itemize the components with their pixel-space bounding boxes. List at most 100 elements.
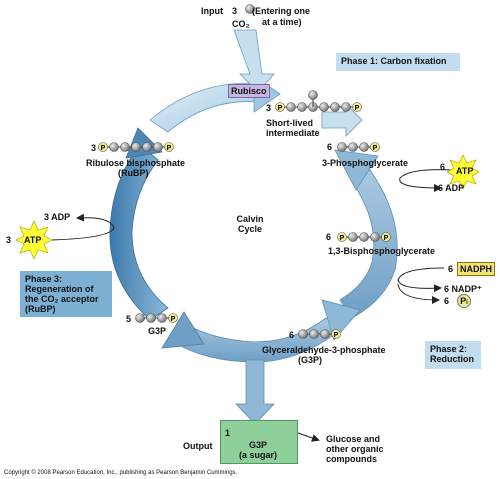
carbon-atom [142,142,152,152]
output-count: 1 [225,428,231,438]
phosphate-group [164,142,174,152]
phosphate-letter: P [171,316,176,323]
intermediate-line2: intermediate [266,128,320,138]
carbon-atom [297,102,307,112]
carbon-atom [146,313,156,323]
pga-molecule: P [337,142,380,152]
pga-count: 6 [327,142,333,152]
carbon-atom [330,102,340,112]
intermediate-line1: Short-lived [266,118,314,128]
carbon-atom [308,90,318,100]
bpg-count: 6 [326,232,332,242]
carbon-atom [131,142,141,152]
phosphate-letter: P [334,332,339,339]
output-box [220,420,298,464]
rubp-count: 3 [91,143,97,153]
adp3-label: 3 ADP [44,212,71,222]
phosphate-group [331,329,341,339]
g3p-recycle-count: 5 [126,314,132,324]
g3p-recycle-label: G3P [148,326,167,336]
pi-curve [397,283,440,304]
phase3-line4: (RuBP) [25,304,56,314]
output-arrow [235,359,275,425]
co2-input-arrow [233,29,275,93]
copyright-notice: Copyright © 2008 Pearson Education, Inc.… [4,470,238,476]
atp-adp-curve-phase2 [399,169,453,192]
cycle-line1: Calvin [236,214,264,224]
phosphate-letter: P [384,235,389,242]
product-line1: Glucose and [326,434,381,444]
adp2-label: 6 ADP [438,183,465,193]
phase3-line3: the CO₂ acceptor [25,294,99,304]
phosphate-group [275,102,285,112]
output-line1: G3P [248,440,267,450]
g3p2-line2: (G3P) [298,355,323,365]
nadp-label: 6 NADP⁺ [444,284,482,294]
phosphate-letter: P [355,105,360,112]
output-product-arrow [297,432,320,442]
carbon-atom [245,4,255,14]
atp2-count: 6 [440,162,446,172]
input-note-line1: (Entering one [252,6,310,16]
phase1-box: Phase 1: Carbon fixation [336,53,460,71]
phosphate-group [370,142,380,152]
phase3-line1: Phase 3: [25,274,63,284]
phosphate-letter: P [278,105,283,112]
phase2-line1: Phase 2: [430,344,468,354]
carbon-atom [341,102,351,112]
phase2-line2: Reduction [430,354,474,364]
cycle-line2: Cycle [237,224,263,234]
phase2-box: Phase 2: Reduction [425,341,481,369]
pga-label: 3-Phosphoglycerate [322,158,409,168]
carbon-atom [109,142,119,152]
carbon-atom [120,142,130,152]
atp3-count: 3 [6,235,12,245]
phosphate-letter: P [101,145,106,152]
phosphate-group [168,313,178,323]
carbon-atom [135,313,145,323]
output-line2: (a sugar) [238,450,277,460]
phosphate-group [381,232,391,242]
pi-count: 6 [444,296,450,306]
carbon-atom [348,232,358,242]
cycle-band [109,75,398,363]
carbon-atom [359,232,369,242]
nadph-curve [397,267,445,293]
intermediate-count: 3 [266,103,272,113]
carbon-atom [319,102,329,112]
phosphate-letter: P [167,145,172,152]
co2-molecule [245,4,255,14]
atp-adp-curve-phase3 [51,213,115,241]
carbon-atom [320,329,330,339]
product-line3: compounds [326,454,377,464]
nadph-label: NADPH [457,262,496,276]
phosphate-letter: P [340,235,345,242]
co2-label: CO₂ [232,19,250,29]
phase3-line2: Regeneration of [25,284,94,294]
phosphate-letter: P [373,145,378,152]
input-note-line2: at a time) [262,17,302,27]
nadph-count: 6 [448,264,454,274]
atp2-label: ATP [456,166,474,176]
rubisco-label: Rubisco [228,84,270,98]
output-label: Output [183,441,213,451]
carbon-atom [309,329,319,339]
input-label: Input [201,6,223,16]
rubp-line1: Ribulose bisphosphate [86,158,186,168]
carbon-atom [298,329,308,339]
phase3-box: Phase 3: Regeneration of the CO₂ accepto… [20,271,112,317]
rubp-line2: (RuBP) [118,168,149,178]
carbon-atom [348,142,358,152]
g3p2-count: 6 [289,330,295,340]
g3p-phase2-molecule: P [298,329,341,339]
phosphate-group [98,142,108,152]
product-line2: other organic [326,444,384,454]
carbon-atom [370,232,380,242]
phosphate-group [352,102,362,112]
g3p-recycle-molecule: P [135,313,178,323]
carbon-atom [153,142,163,152]
